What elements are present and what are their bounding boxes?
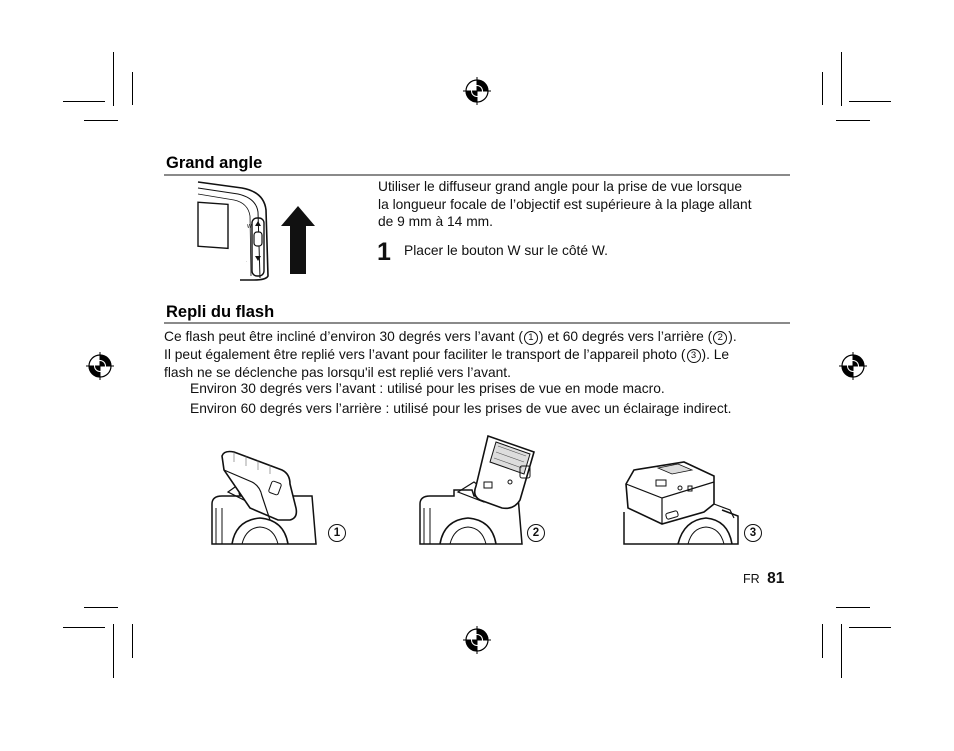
crop-mark [841, 52, 842, 106]
crop-mark [822, 72, 823, 105]
crop-mark [849, 101, 891, 102]
intro-line: de 9 mm à 14 mm. [378, 214, 494, 229]
step-number: 1 [377, 238, 391, 266]
crop-mark [84, 607, 118, 608]
registration-mark-icon [463, 626, 491, 654]
marker-1-icon: 1 [523, 331, 538, 345]
illustration-marker-1: 1 [328, 524, 346, 542]
section-rule [164, 174, 790, 176]
crop-mark [113, 624, 114, 678]
crop-mark [849, 627, 891, 628]
section-title-flash-fold: Repli du flash [166, 303, 275, 321]
text-span: Ce flash peut être incliné d’environ 30 … [164, 329, 523, 344]
svg-text:W: W [247, 224, 252, 230]
crop-mark [63, 627, 105, 628]
svg-text:.: . [246, 258, 247, 263]
text-span: ). [728, 329, 737, 344]
flash-folded-illustration [623, 461, 739, 545]
flash-paragraph-line: flash ne se déclenche pas lorsqu'il est … [164, 365, 511, 380]
crop-mark [836, 607, 870, 608]
page-footer: FR 81 [743, 570, 784, 588]
page-number: 81 [767, 570, 785, 587]
marker-3-icon: 3 [686, 349, 701, 363]
language-code: FR [743, 572, 760, 586]
intro-line: Utiliser le diffuseur grand angle pour l… [378, 179, 743, 194]
flash-backward-illustration [419, 434, 535, 545]
crop-mark [132, 624, 133, 658]
crop-mark [841, 624, 842, 678]
registration-mark-icon [463, 77, 491, 105]
wide-angle-switch-illustration: W . [197, 181, 315, 281]
step-text: Placer le bouton W sur le côté W. [404, 243, 608, 258]
flash-paragraph-line: Ce flash peut être incliné d’environ 30 … [164, 328, 737, 346]
bullet-line: Environ 60 degrés vers l’arrière : utili… [190, 401, 732, 416]
bullet-line: Environ 30 degrés vers l’avant : utilisé… [190, 381, 665, 396]
illustration-marker-3: 3 [744, 524, 762, 542]
marker-2-icon: 2 [713, 331, 728, 345]
intro-line: la longueur focale de l’objectif est sup… [378, 197, 752, 212]
crop-mark [63, 101, 105, 102]
crop-mark [132, 72, 133, 105]
illustration-marker-2: 2 [527, 524, 545, 542]
crop-mark [84, 120, 118, 121]
crop-mark [836, 120, 870, 121]
text-span: ). Le [701, 347, 730, 362]
crop-mark [822, 624, 823, 658]
registration-mark-icon [839, 352, 867, 380]
section-rule [164, 322, 790, 324]
crop-mark [113, 52, 114, 106]
registration-mark-icon [86, 352, 114, 380]
text-span: Il peut également être replié vers l’ava… [164, 347, 686, 362]
text-span: ) et 60 degrés vers l’arrière ( [538, 329, 713, 344]
section-title-wide-angle: Grand angle [166, 154, 263, 172]
flash-forward-illustration [211, 450, 317, 545]
flash-paragraph-line: Il peut également être replié vers l’ava… [164, 346, 729, 364]
